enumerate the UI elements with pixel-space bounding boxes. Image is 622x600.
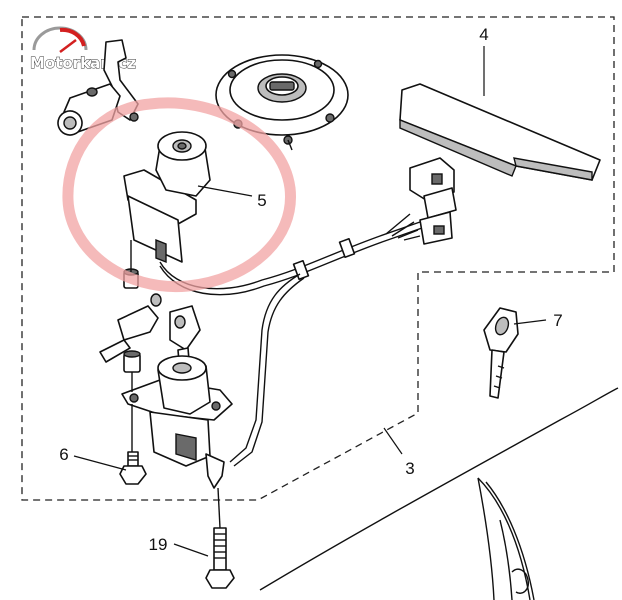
- fuel-cap: [215, 54, 349, 151]
- highlight-circle: [62, 97, 296, 293]
- callout-5: 5: [257, 191, 266, 210]
- leader-lines: [73, 46, 547, 557]
- callout-4: 4: [479, 25, 488, 44]
- callout-3: 3: [405, 459, 414, 478]
- leader-6: [73, 455, 127, 471]
- kit-boundary: [21, 16, 615, 501]
- part-7-key: [483, 307, 519, 399]
- leader-7: [513, 319, 547, 325]
- leader-5: [197, 185, 253, 197]
- logo-red-arc: [59, 27, 86, 47]
- callout-6: 6: [59, 445, 68, 464]
- part-19-bolt: [205, 527, 235, 589]
- ignition-keys: [99, 293, 201, 375]
- logo-arc: [32, 26, 88, 51]
- fuel-tank-outline: [259, 387, 619, 600]
- logo-needle: [59, 39, 77, 53]
- leader-3: [383, 427, 403, 455]
- callout-7: 7: [553, 311, 562, 330]
- callout-19: 19: [149, 535, 168, 554]
- wire-clip: [205, 453, 225, 529]
- part-4-pad: [399, 83, 601, 181]
- part-5-main-switch: [123, 131, 211, 264]
- ignition-switch: [121, 350, 233, 467]
- wire-connectors: [409, 157, 457, 245]
- part-6-bolt: [119, 451, 147, 485]
- leader-19: [173, 543, 209, 557]
